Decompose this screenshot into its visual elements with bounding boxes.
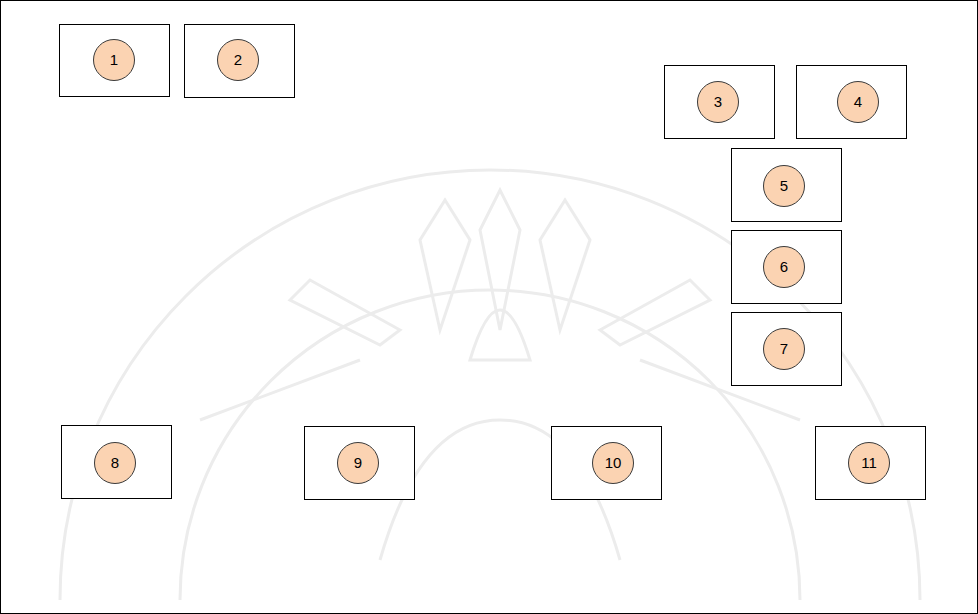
numbered-box: 9	[304, 426, 415, 500]
numbered-box: 2	[184, 24, 295, 98]
numbered-box: 7	[731, 312, 842, 386]
callout-number: 5	[763, 165, 805, 207]
numbered-box: 6	[731, 230, 842, 304]
callout-number: 6	[763, 246, 805, 288]
callout-number: 8	[94, 442, 136, 484]
callout-number: 11	[848, 442, 890, 484]
numbered-box: 11	[815, 426, 926, 500]
numbered-box: 8	[61, 425, 172, 499]
callout-number: 4	[837, 81, 879, 123]
callout-number: 7	[763, 328, 805, 370]
callout-number: 10	[592, 442, 634, 484]
numbered-box: 5	[731, 148, 842, 222]
numbered-box: 10	[551, 426, 662, 500]
numbered-box: 1	[59, 24, 170, 97]
callout-number: 2	[217, 39, 259, 81]
callout-number: 9	[337, 442, 379, 484]
numbered-box: 3	[664, 65, 775, 139]
callout-number: 3	[697, 81, 739, 123]
callout-number: 1	[93, 39, 135, 81]
numbered-box: 4	[796, 65, 907, 139]
